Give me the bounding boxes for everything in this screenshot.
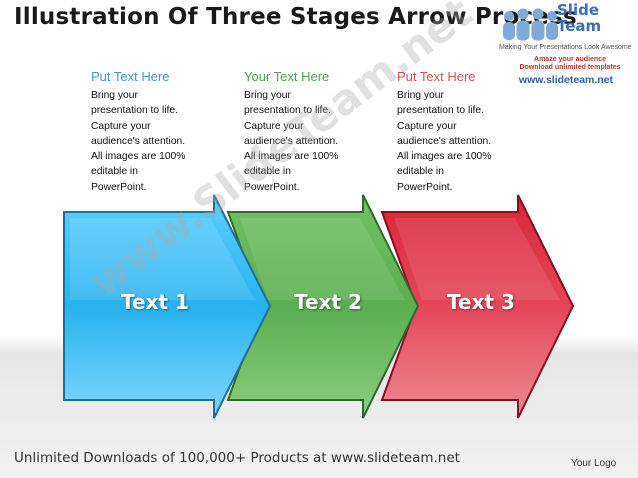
column-line: PowerPoint. [91, 181, 147, 193]
arrow-highlight [240, 218, 405, 300]
logo-promo-line1: Amaze your audience [534, 56, 606, 63]
column-line: PowerPoint. [397, 181, 453, 193]
text-column-3: Put Text Here Bring your presentation to… [397, 69, 527, 195]
column-line: audience's attention. [244, 135, 339, 147]
logo-promo-line2: Download unlimited templates [519, 64, 621, 71]
column-line: Bring your [244, 90, 291, 101]
stage-arrow-1[interactable] [63, 194, 272, 419]
column-body: Bring your presentation to life. Capture… [244, 88, 374, 195]
logo-url-link[interactable]: www.slideteam.net [518, 74, 614, 86]
people-logo-icon [503, 8, 558, 41]
column-line: All images are 100% [397, 151, 492, 163]
logo-name: Slide Team [557, 2, 629, 34]
column-heading: Put Text Here [397, 69, 476, 84]
stage-label-3: Text 3 [447, 290, 515, 314]
slideteam-logo[interactable]: Slide Team Making Your Presentations Loo… [497, 2, 635, 88]
logo-name-line2: Team [557, 17, 602, 35]
column-line: editable in [244, 166, 291, 178]
page-title: Illustration Of Three Stages Arrow Proce… [14, 4, 577, 30]
column-line: All images are 100% [91, 151, 186, 163]
column-line: audience's attention. [397, 135, 492, 147]
column-line: Bring your [397, 90, 444, 101]
column-line: Capture your [397, 120, 457, 132]
column-line: Capture your [244, 120, 304, 132]
your-logo-placeholder: Your Logo [571, 458, 617, 469]
column-line: Bring your [91, 90, 138, 101]
arrow-highlight [394, 218, 560, 300]
stage-arrow-3[interactable] [380, 194, 575, 419]
column-line: presentation to life. [244, 105, 332, 117]
column-line: audience's attention. [91, 135, 186, 147]
column-line: PowerPoint. [244, 181, 300, 193]
stage-label-2: Text 2 [294, 290, 362, 314]
column-heading: Put Text Here [91, 69, 170, 84]
column-line: presentation to life. [397, 105, 485, 117]
column-line: editable in [397, 166, 444, 178]
column-line: Capture your [91, 120, 151, 132]
column-line: All images are 100% [244, 151, 339, 163]
text-column-2: Your Text Here Bring your presentation t… [244, 69, 374, 195]
column-body: Bring your presentation to life. Capture… [397, 88, 527, 195]
logo-promo: Amaze your audience Download unlimited t… [505, 56, 635, 72]
logo-tagline: Making Your Presentations Look Awesome [499, 44, 632, 51]
arrow-highlight [70, 218, 255, 300]
column-line: presentation to life. [91, 105, 179, 117]
stage-label-1: Text 1 [121, 290, 189, 314]
footer-text: Unlimited Downloads of 100,000+ Products… [14, 450, 460, 466]
column-line: editable in [91, 166, 138, 178]
logo-name-line1: Slide [557, 1, 599, 19]
text-column-1: Put Text Here Bring your presentation to… [91, 69, 221, 195]
column-body: Bring your presentation to life. Capture… [91, 88, 221, 195]
column-heading: Your Text Here [244, 69, 330, 84]
